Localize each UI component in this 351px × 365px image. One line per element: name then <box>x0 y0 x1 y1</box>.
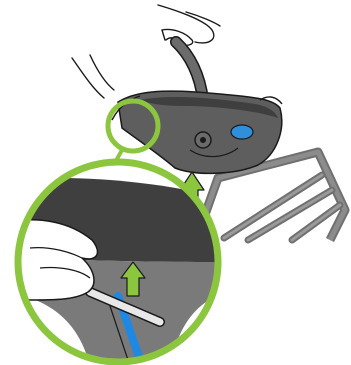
hand-near-seat <box>72 55 114 98</box>
hand-on-handle <box>158 5 220 45</box>
round-button-icon <box>231 125 253 139</box>
